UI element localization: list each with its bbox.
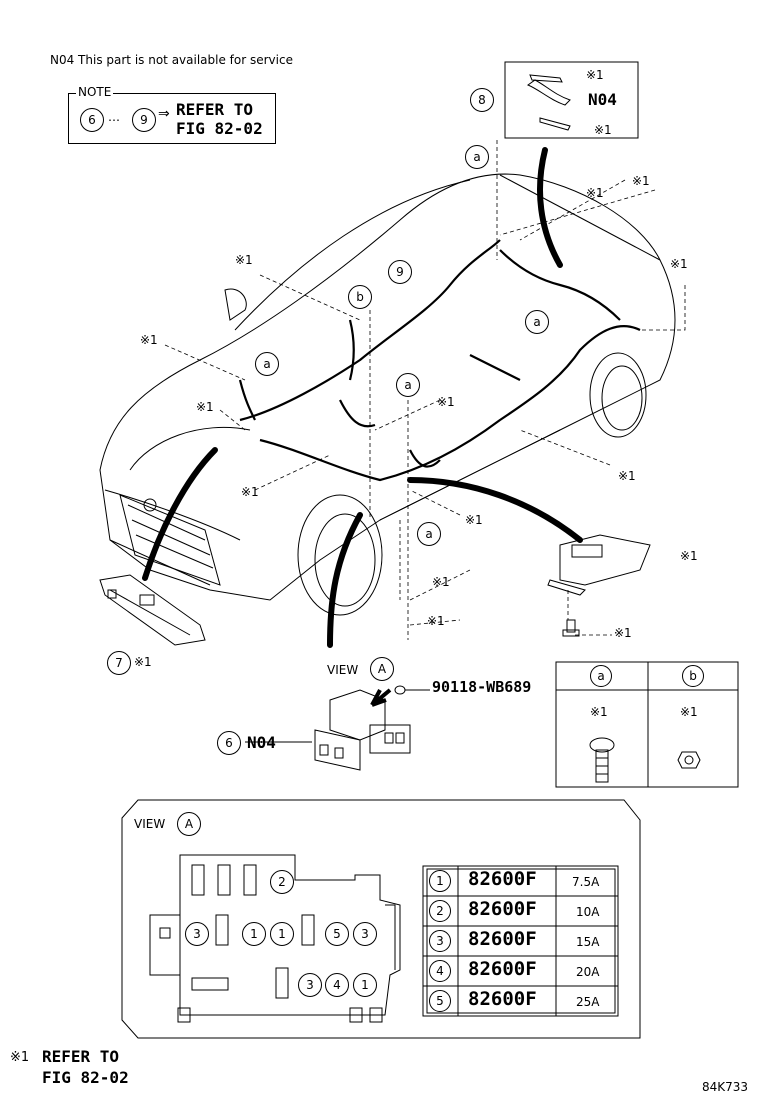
fastener-mark-a: ※1: [590, 705, 608, 719]
mark-13: ※1: [427, 614, 445, 628]
note-arrow: ⇒: [158, 106, 170, 122]
ref6-circle: 6: [217, 731, 241, 755]
slot-ref-5: 5: [325, 922, 349, 946]
fuse-amp: 20A: [576, 965, 600, 979]
slot-ref-8: 4: [325, 973, 349, 997]
mark-9: ※1: [241, 485, 259, 499]
fuse-part: 82600F: [468, 868, 537, 890]
fastener-header-b: b: [682, 665, 704, 687]
slot-ref-1: 2: [270, 870, 294, 894]
view-panel-letter: A: [177, 812, 201, 836]
footnote-line2: FIG 82-02: [42, 1068, 129, 1087]
mark-top-1: ※1: [586, 68, 604, 82]
note-ref-to: 9: [132, 108, 156, 132]
fuse-part: 82600F: [468, 928, 537, 950]
fuse-amp: 7.5A: [572, 875, 600, 889]
part-number: 90118-WB689: [432, 678, 532, 696]
fuse-ref: 4: [429, 960, 451, 982]
fuse-amp: 25A: [576, 995, 600, 1009]
mark-7: ※1: [437, 395, 455, 409]
fastener-header-a: a: [590, 665, 612, 687]
callout-a5: a: [417, 522, 441, 546]
mark-11: ※1: [680, 549, 698, 563]
callout-a4: a: [396, 373, 420, 397]
slot-ref-6: 3: [353, 922, 377, 946]
slot-ref-7: 3: [298, 973, 322, 997]
view-a-letter: A: [370, 657, 394, 681]
fuse-ref: 1: [429, 870, 451, 892]
fuse-ref: 5: [429, 990, 451, 1012]
footnote-line1: REFER TO: [42, 1047, 120, 1066]
mark-8: ※1: [618, 469, 636, 483]
slot-ref-3: 1: [242, 922, 266, 946]
note-refer-line2: FIG 82-02: [176, 119, 263, 138]
mark-5: ※1: [140, 333, 158, 347]
ref9-circle: 9: [388, 260, 412, 284]
mark-14: ※1: [614, 626, 632, 640]
slot-ref-4: 1: [270, 922, 294, 946]
fuse-part: 82600F: [468, 898, 537, 920]
n04-top-label: N04: [588, 90, 617, 109]
fastener-mark-b: ※1: [680, 705, 698, 719]
ref8-circle: 8: [470, 88, 494, 112]
fuse-part: 82600F: [468, 958, 537, 980]
slot-ref-9: 1: [353, 973, 377, 997]
note-label: NOTE: [76, 85, 114, 99]
n04-bottom-label: N04: [247, 733, 276, 752]
footnote-mark: ※1: [10, 1050, 30, 1065]
mark-top-2: ※1: [594, 123, 612, 137]
note-ellipsis: …: [108, 110, 120, 124]
callout-a1: a: [465, 145, 489, 169]
mark-4: ※1: [670, 257, 688, 271]
ref7-mark: ※1: [134, 655, 152, 669]
fuse-amp: 15A: [576, 935, 600, 949]
mark-10: ※1: [465, 513, 483, 527]
fuse-amp: 10A: [576, 905, 600, 919]
mark-2: ※1: [632, 174, 650, 188]
note-ref-from: 6: [80, 108, 104, 132]
mark-6: ※1: [196, 400, 214, 414]
diagram-code: 84K733: [702, 1080, 749, 1094]
mark-12: ※1: [432, 575, 450, 589]
callout-b1: b: [348, 285, 372, 309]
mark-3: ※1: [235, 253, 253, 267]
callout-a3: a: [255, 352, 279, 376]
fuse-ref: 2: [429, 900, 451, 922]
mark-1: ※1: [586, 186, 604, 200]
header-note: N04 This part is not available for servi…: [50, 53, 293, 67]
callout-a2: a: [525, 310, 549, 334]
view-a-label: VIEW: [327, 663, 359, 677]
fuse-part: 82600F: [468, 988, 537, 1010]
note-box: [68, 93, 276, 144]
slot-ref-2: 3: [185, 922, 209, 946]
ref7-circle: 7: [107, 651, 131, 675]
view-panel-label: VIEW: [134, 817, 166, 831]
note-refer-line1: REFER TO: [176, 100, 254, 119]
fuse-ref: 3: [429, 930, 451, 952]
